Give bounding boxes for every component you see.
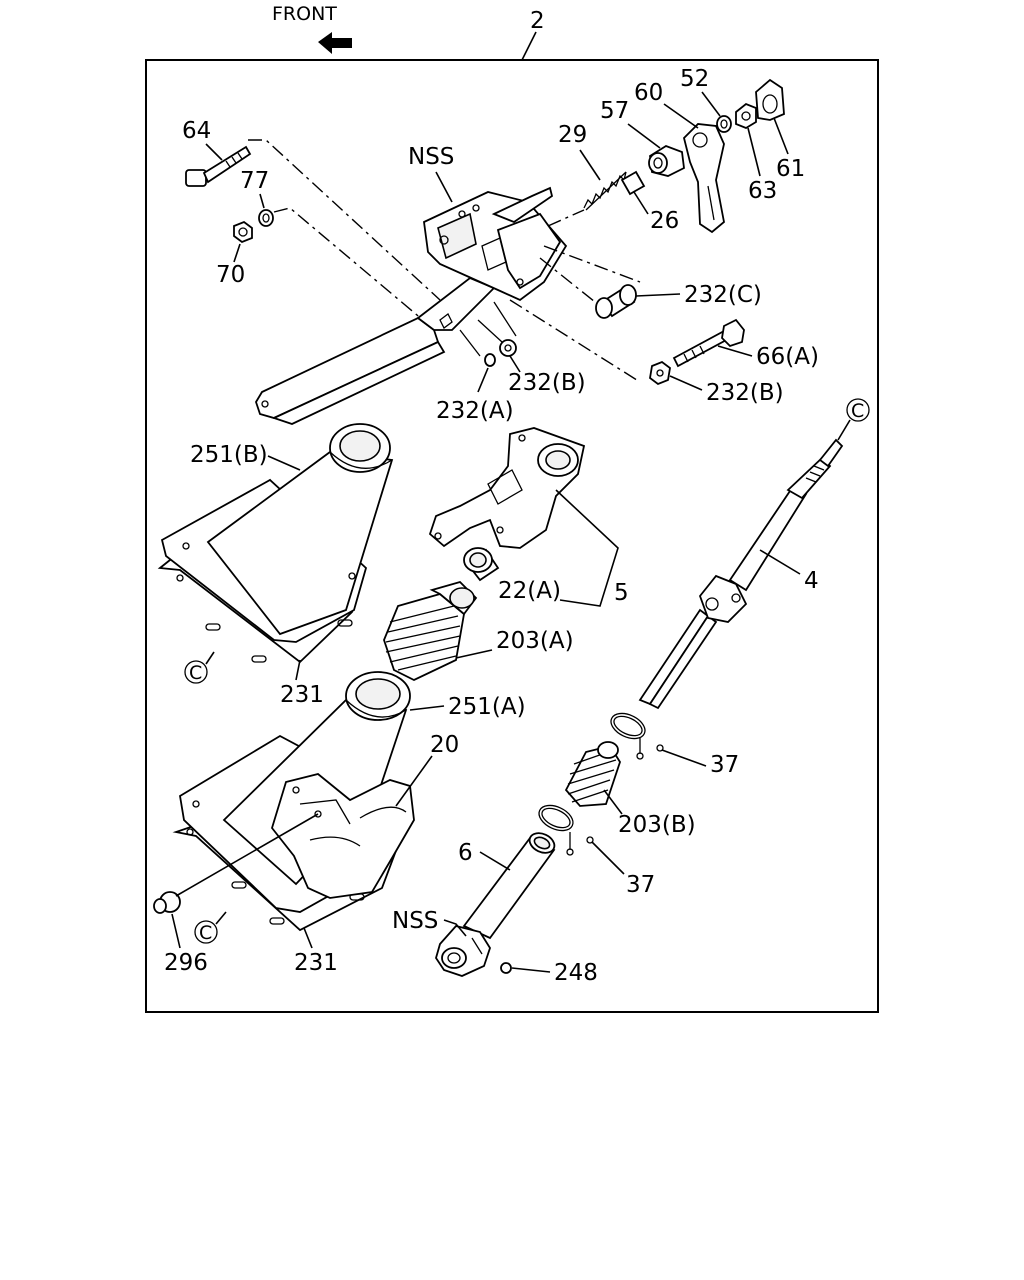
callout-5: 5 [614,580,629,606]
callout-232b-right: 232(B) [706,380,784,406]
callout-296: 296 [164,950,208,976]
callout-251a: 251(A) [448,694,526,720]
bellows-203b [564,741,621,807]
nut-232b-left [499,339,517,357]
ref-c-marker-3 [194,920,218,944]
callout-203b: 203(B) [618,812,696,838]
callout-6: 6 [458,840,473,866]
callout-52: 52 [680,66,709,92]
group-leader [521,31,537,61]
spring-29 [583,171,627,211]
steering-shaft-4 [638,438,844,710]
callout-66a: 66(A) [756,344,819,370]
clamp-37-bottom [538,804,594,856]
front-label: FRONT [272,3,337,25]
callout-20: 20 [430,732,459,758]
clip-296 [153,891,181,914]
bellows-203a [383,580,478,682]
boot-251b [157,423,394,664]
callout-232a: 232(A) [436,398,514,424]
callout-232b-left: 232(B) [508,370,586,396]
callout-64: 64 [182,118,211,144]
nss-bottom-label: NSS [392,908,438,934]
ref-c-marker-1 [184,660,208,684]
support-bracket [255,276,496,425]
callout-37-top: 37 [710,752,739,778]
callout-4: 4 [804,568,819,594]
cover-20 [271,773,415,899]
callout-232c: 232(C) [684,282,762,308]
callout-203a: 203(A) [496,628,574,654]
ref-c-1: C [189,662,202,684]
callout-26: 26 [650,208,679,234]
nss-top-label: NSS [408,144,454,170]
callout-29: 29 [558,122,587,148]
callout-61: 61 [776,156,805,182]
clip-26 [620,170,646,196]
callout-231-top: 231 [280,682,324,708]
callout-77: 77 [240,168,269,194]
group-number: 2 [530,8,545,34]
washer-52 [716,115,732,133]
clamp-37-top [610,712,664,760]
column-bracket-5 [428,427,586,549]
bushing-57 [648,145,685,177]
callout-60: 60 [634,80,663,106]
washer-77 [258,209,274,227]
callout-37-bottom: 37 [626,872,655,898]
callout-63: 63 [748,178,777,204]
bushing-22a [463,547,500,582]
callout-248: 248 [554,960,598,986]
nss-top-bracket [423,186,568,302]
bolt-66a [672,318,745,368]
collar-232c [595,284,637,319]
shaft-6 [435,832,556,977]
lever-60 [683,123,725,234]
ref-c-3: C [199,922,212,944]
callout-57: 57 [600,98,629,124]
bolt-64 [185,145,252,187]
callout-70: 70 [216,262,245,288]
front-arrow-icon [318,32,352,54]
collar-232a [484,353,496,367]
callout-231-bottom: 231 [294,950,338,976]
nut-63 [735,102,757,130]
diagram-frame [145,59,879,1013]
nut-70 [233,220,253,244]
clip-61 [755,78,785,121]
ref-c-2: C [851,400,864,422]
callout-22a: 22(A) [498,578,561,604]
bolt-248 [500,962,512,974]
ref-c-marker-2 [846,398,870,422]
callout-251b: 251(B) [190,442,268,468]
nut-232b-right [649,360,671,386]
